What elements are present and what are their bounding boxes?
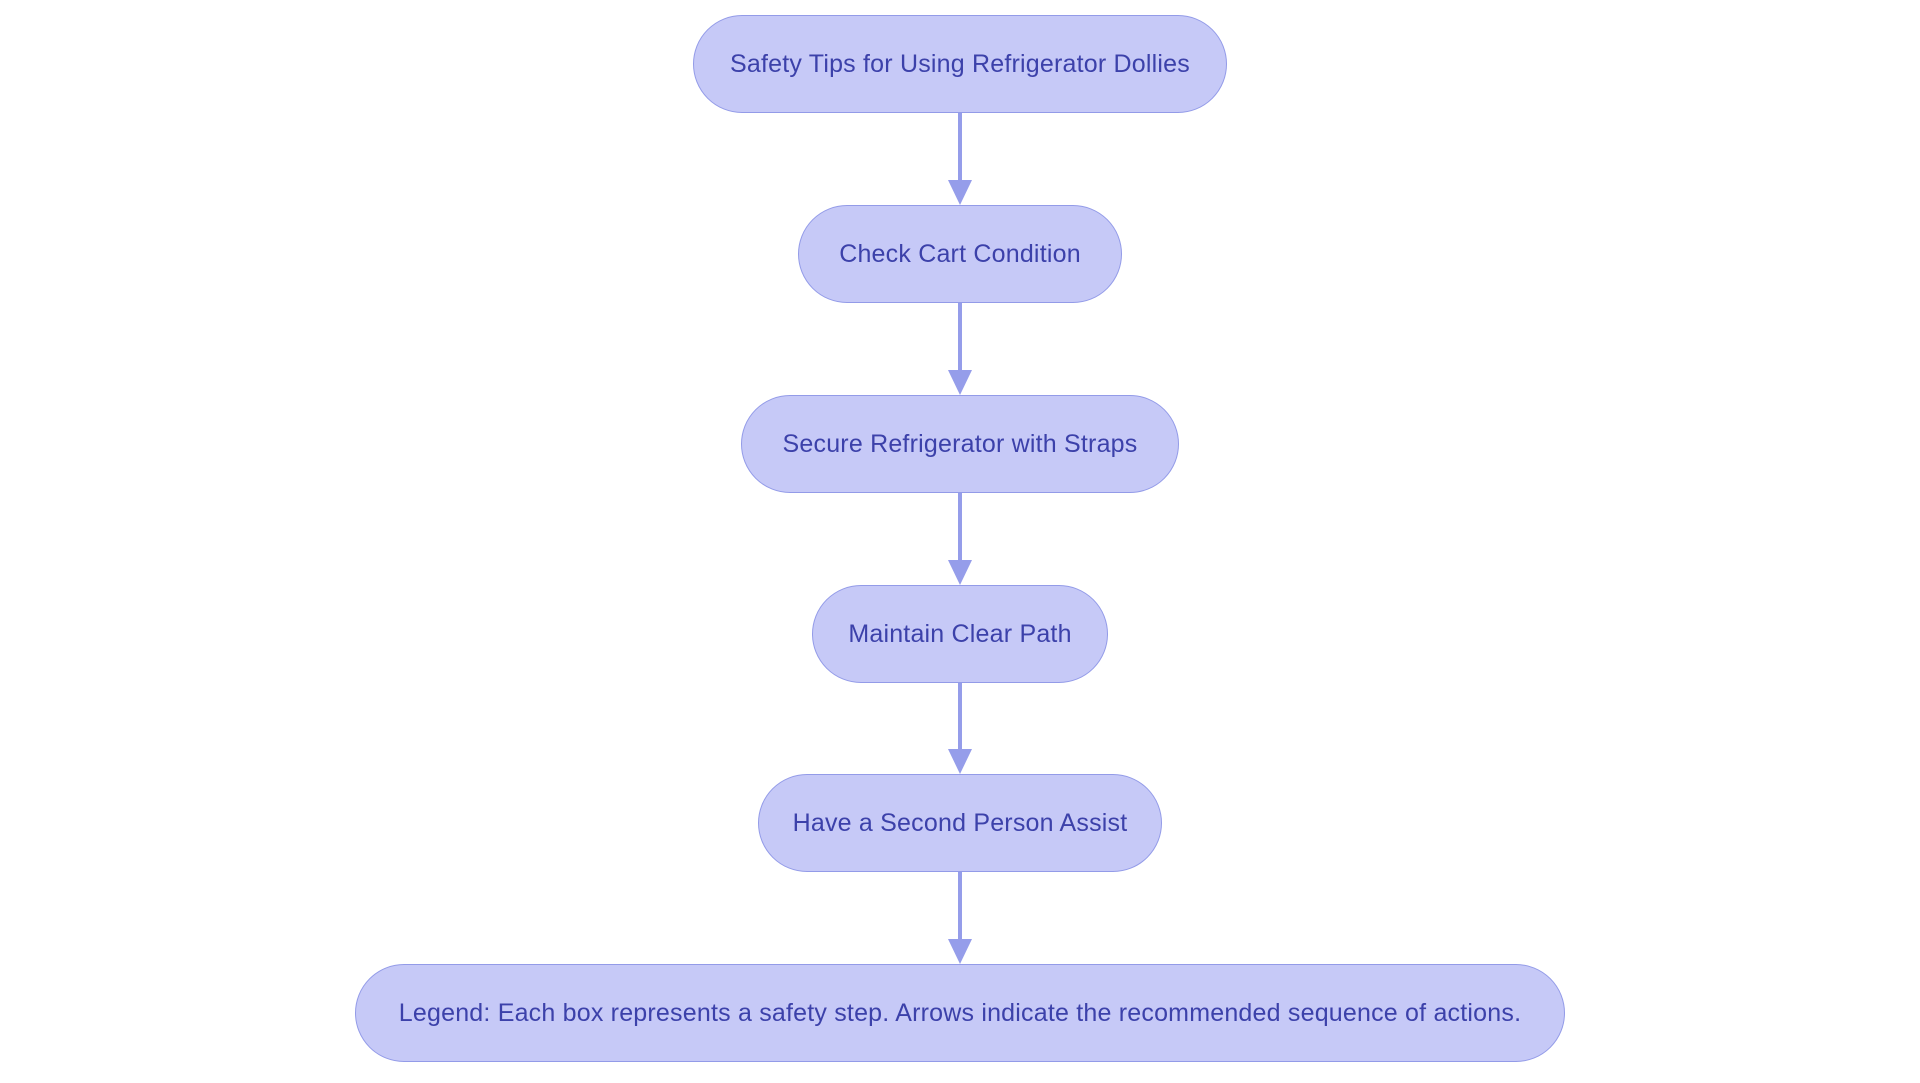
- arrow-head-icon: [948, 560, 972, 585]
- flow-node-label: Maintain Clear Path: [848, 619, 1072, 648]
- arrow-shaft: [958, 683, 962, 749]
- flow-arrow-1: [948, 113, 972, 205]
- flow-arrow-4: [948, 683, 972, 774]
- arrow-head-icon: [948, 749, 972, 774]
- flow-node-label: Check Cart Condition: [839, 239, 1081, 268]
- arrow-head-icon: [948, 939, 972, 964]
- flow-node-step-1: Check Cart Condition: [798, 205, 1122, 303]
- flow-arrow-3: [948, 493, 972, 585]
- flow-arrow-2: [948, 303, 972, 395]
- flow-node-step-2: Secure Refrigerator with Straps: [741, 395, 1179, 493]
- flow-node-title: Safety Tips for Using Refrigerator Dolli…: [693, 15, 1227, 113]
- flow-arrow-5: [948, 872, 972, 964]
- flow-node-label: Secure Refrigerator with Straps: [782, 429, 1138, 458]
- flow-node-label: Legend: Each box represents a safety ste…: [398, 998, 1522, 1027]
- arrow-head-icon: [948, 180, 972, 205]
- flow-node-step-3: Maintain Clear Path: [812, 585, 1108, 683]
- arrow-shaft: [958, 303, 962, 370]
- flow-node-step-4: Have a Second Person Assist: [758, 774, 1162, 872]
- flow-node-legend: Legend: Each box represents a safety ste…: [355, 964, 1565, 1062]
- arrow-shaft: [958, 113, 962, 180]
- arrow-shaft: [958, 493, 962, 560]
- flow-node-label: Safety Tips for Using Refrigerator Dolli…: [730, 49, 1190, 78]
- arrow-head-icon: [948, 370, 972, 395]
- flow-node-label: Have a Second Person Assist: [792, 808, 1128, 837]
- arrow-shaft: [958, 872, 962, 939]
